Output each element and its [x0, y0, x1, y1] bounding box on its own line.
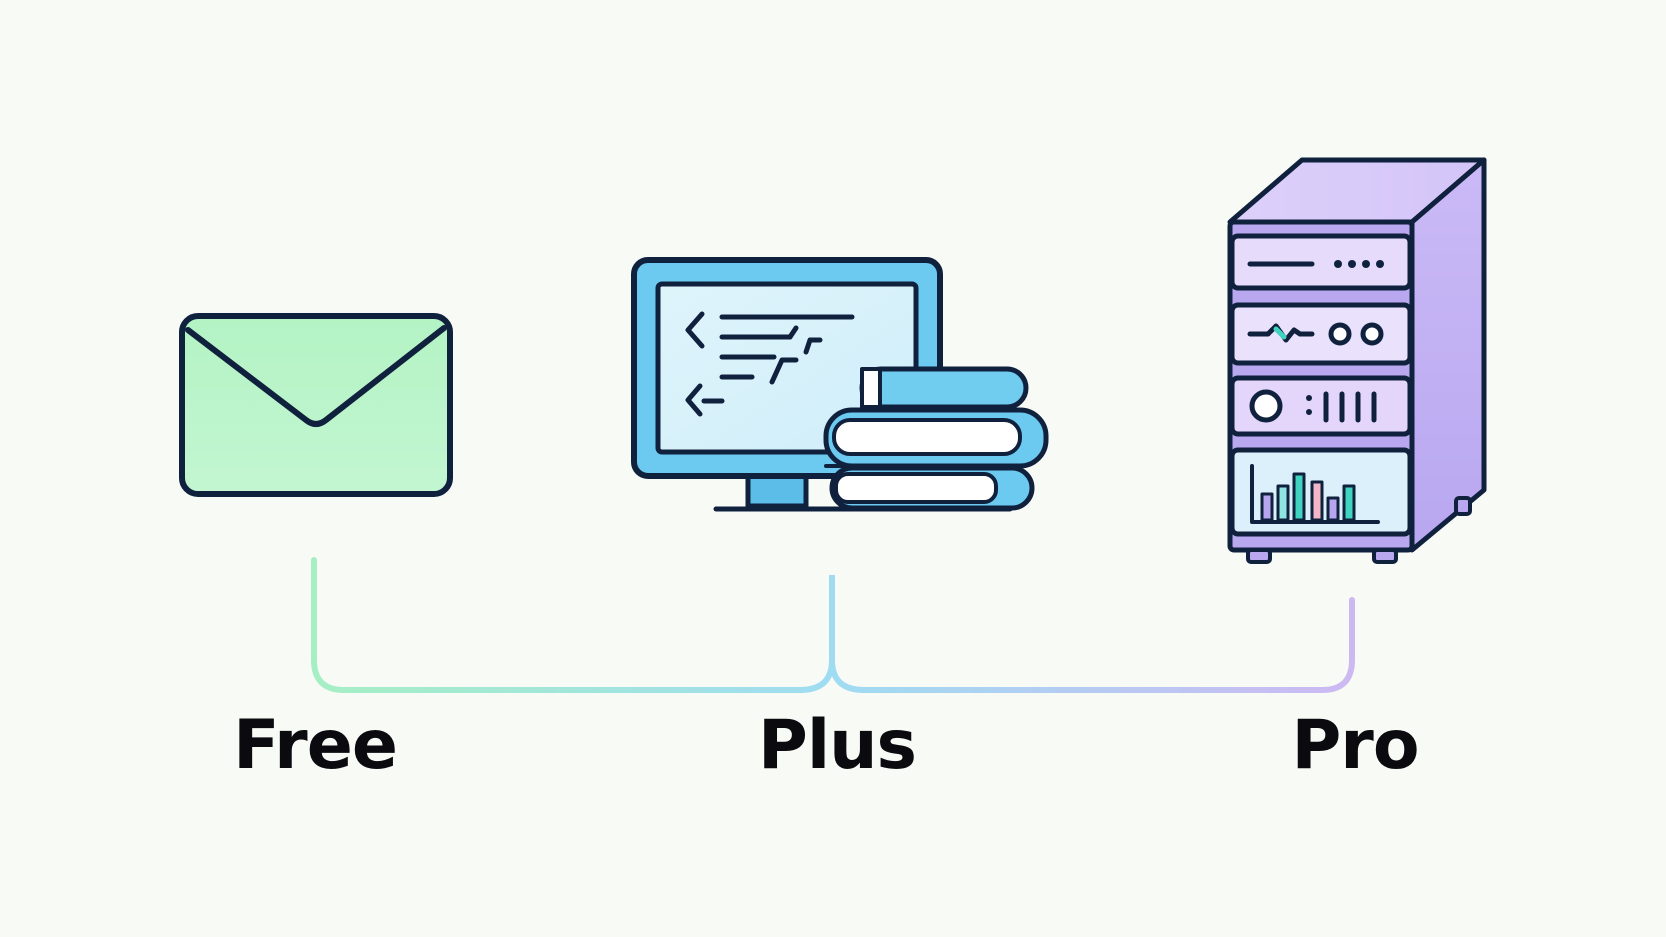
tier-label-plus: Plus	[757, 706, 917, 785]
envelope-icon	[179, 313, 453, 497]
connector-lines	[311, 557, 1355, 693]
tier-label-free: Free	[233, 706, 398, 785]
monitor-with-books-icon	[631, 257, 1049, 512]
tier-label-pro: Pro	[1291, 706, 1419, 785]
server-rack-icon	[1227, 157, 1487, 564]
